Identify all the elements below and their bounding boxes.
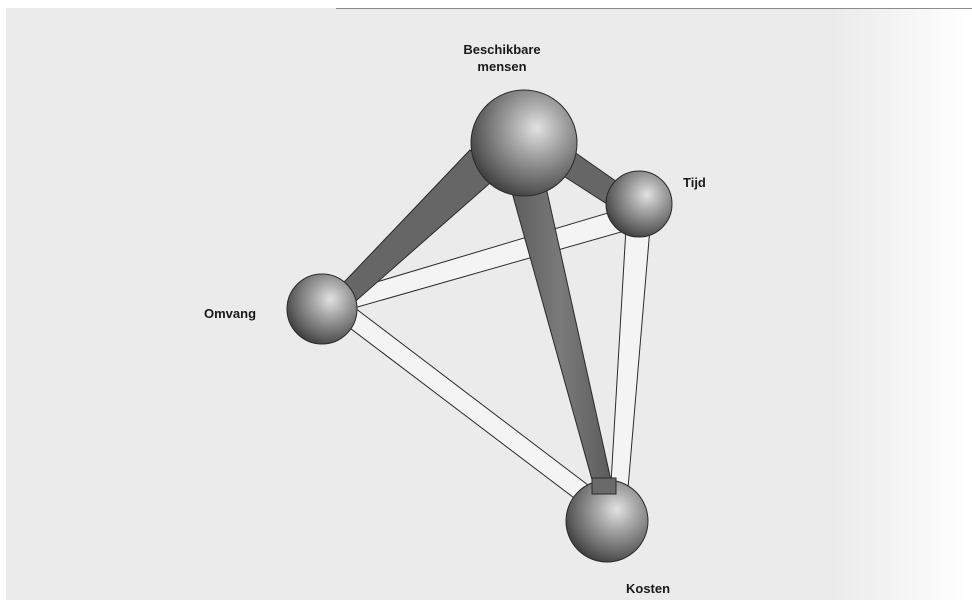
label-omvang: Omvang (204, 305, 256, 322)
sphere-omvang (287, 274, 357, 344)
label-beschikbare-mensen: Beschikbare mensen (446, 41, 558, 75)
sphere-tijd (606, 171, 672, 237)
label-tijd: Tijd (683, 174, 706, 191)
strut-tijd-kosten (610, 228, 650, 500)
sphere-mensen (471, 90, 577, 196)
strut-end-cap-kosten (592, 478, 616, 494)
label-kosten: Kosten (626, 580, 670, 597)
